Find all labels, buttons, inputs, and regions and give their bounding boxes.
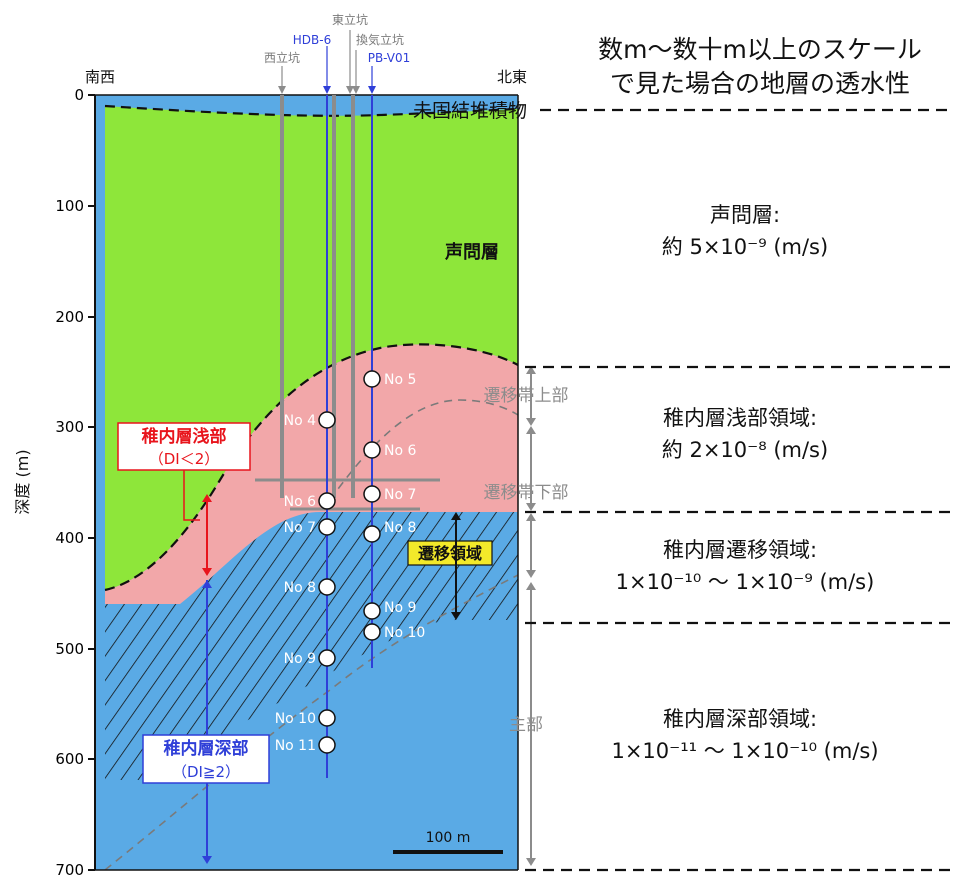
tick-label: 600 — [55, 750, 84, 768]
measurement-point — [363, 370, 381, 388]
deep-value: 1×10⁻¹¹ ～ 1×10⁻¹⁰ (m/s) — [611, 739, 878, 763]
measurement-point — [318, 492, 336, 510]
transition-hatch — [105, 512, 518, 780]
deep-arrow-head — [202, 856, 212, 864]
east-shaft-label: 東立坑 — [332, 12, 368, 27]
point-label: No 10 — [384, 625, 425, 641]
right-dividers — [525, 108, 950, 872]
point-label: No 9 — [284, 651, 316, 667]
koetoi-value: 約 5×10⁻⁹ (m/s) — [662, 235, 828, 259]
shallow-layer — [105, 344, 518, 604]
shallow-title: 稚内層浅部領域: — [663, 406, 817, 430]
point-label: No 9 — [384, 600, 416, 616]
zone-arrows — [526, 366, 536, 866]
southwest-label: 南西 — [85, 68, 115, 86]
deep-box-line1: 稚内層深部 — [164, 738, 249, 759]
shallow-box-line2: （DI＜2） — [149, 450, 220, 468]
header-title-line2: で見た場合の地層の透水性 — [610, 69, 910, 98]
transition-box-label: 遷移領域 — [418, 544, 482, 563]
point-label: No 7 — [284, 520, 316, 536]
deep-arrow-head — [202, 580, 212, 588]
tick-label: 300 — [55, 418, 84, 436]
deep-box-line2: （DI≧2） — [172, 763, 240, 781]
transition-title: 稚内層遷移領域: — [663, 538, 817, 562]
point-label: No 8 — [284, 580, 316, 596]
transition-arrow — [451, 512, 461, 620]
measurement-point — [363, 623, 381, 641]
depth-ticks — [88, 94, 95, 871]
shallow-gray-boundary — [329, 399, 519, 501]
shallow-arrow — [183, 470, 212, 576]
deep-gray-boundary — [104, 574, 519, 871]
measurement-point — [318, 411, 336, 429]
tick-label: 500 — [55, 640, 84, 658]
measurement-point — [318, 518, 336, 536]
point-label: No 4 — [284, 413, 316, 429]
tick-label: 700 — [55, 861, 84, 878]
point-label: No 11 — [275, 738, 316, 754]
shallow-value: 約 2×10⁻⁸ (m/s) — [662, 438, 828, 462]
koetoi-title: 声問層: — [710, 203, 780, 227]
measurement-point — [318, 578, 336, 596]
upper-transition-label: 遷移帯上部 — [484, 386, 569, 406]
point-label: No 8 — [384, 520, 416, 536]
tick-label: 200 — [55, 308, 84, 326]
scale-bar-label: 100 m — [426, 830, 471, 846]
unconsolidated-label: 未固結堆積物 — [413, 100, 527, 122]
koetoi-boundary — [104, 343, 519, 592]
koetoi-layer-label: 声問層 — [444, 241, 499, 263]
depth-axis-label: 深度 (m) — [13, 449, 32, 514]
measurement-point — [363, 602, 381, 620]
deep-title: 稚内層深部領域: — [663, 707, 817, 731]
measurement-point — [363, 441, 381, 459]
west-shaft-label: 西立坑 — [264, 50, 300, 65]
measurement-point — [318, 736, 336, 754]
point-label: No 10 — [275, 711, 316, 727]
point-label: No 6 — [384, 443, 416, 459]
pbv01-label: PB-V01 — [368, 51, 411, 65]
unconsolidated-boundary — [104, 104, 519, 117]
deep-region-box — [142, 734, 270, 784]
pbv01-points — [363, 370, 381, 641]
transition-region-box — [407, 540, 493, 566]
shaft-labels — [278, 30, 376, 94]
point-label: No 6 — [284, 494, 316, 510]
lower-transition-label: 遷移帯下部 — [484, 483, 569, 503]
point-label: No 5 — [384, 372, 416, 388]
shallow-box-line1: 稚内層浅部 — [142, 426, 227, 447]
tick-label: 0 — [74, 86, 84, 104]
header-title-line1: 数m～数十m以上のスケール — [598, 35, 922, 64]
point-label: No 7 — [384, 487, 416, 503]
tick-label: 400 — [55, 529, 84, 547]
vent-shaft-label: 換気立坑 — [356, 32, 404, 47]
northeast-label: 北東 — [497, 68, 527, 86]
hdb6-label: HDB-6 — [293, 33, 331, 47]
main-zone-label: 主部 — [509, 715, 543, 735]
shafts — [255, 95, 440, 778]
shallow-region-box — [117, 422, 251, 471]
transition-value: 1×10⁻¹⁰ ～ 1×10⁻⁹ (m/s) — [616, 570, 875, 594]
tick-label: 100 — [55, 197, 84, 215]
measurement-point — [318, 709, 336, 727]
measurement-point — [363, 525, 381, 543]
measurement-point — [363, 485, 381, 503]
hdb6-points — [318, 411, 336, 754]
measurement-point — [318, 649, 336, 667]
